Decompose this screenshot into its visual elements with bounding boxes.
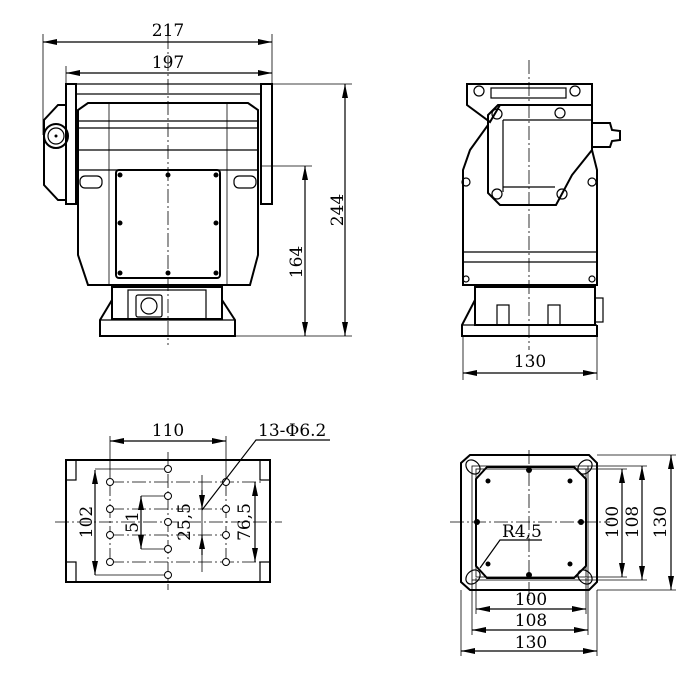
mount-plate-plan: R4,5 100 108 130 100 108 130 <box>450 450 676 656</box>
base-hole-plan: 110 13-Φ6.2 102 51 25,5 76,5 <box>55 421 330 590</box>
dim-25-5: 25,5 <box>175 503 195 541</box>
dim-51: 51 <box>123 511 143 533</box>
dim-130-side: 130 <box>514 352 546 372</box>
radius-r4-5: R4,5 <box>502 522 542 542</box>
dim-110: 110 <box>152 421 184 441</box>
dim-164: 164 <box>287 246 307 278</box>
dim-130-v: 130 <box>651 506 671 538</box>
front-view: 217 197 244 164 <box>42 21 352 345</box>
dim-108-v: 108 <box>623 506 643 538</box>
dim-76-5: 76,5 <box>235 503 255 541</box>
dim-130-h: 130 <box>515 633 547 653</box>
dim-102: 102 <box>77 506 97 538</box>
dim-108-h: 108 <box>515 611 547 631</box>
dim-217: 217 <box>152 21 184 41</box>
hole-callout: 13-Φ6.2 <box>258 421 326 441</box>
dim-100-h: 100 <box>515 590 547 610</box>
dim-197: 197 <box>152 53 184 73</box>
dim-100-v: 100 <box>603 506 623 538</box>
dim-244: 244 <box>328 194 348 226</box>
side-view: 130 <box>461 60 621 380</box>
